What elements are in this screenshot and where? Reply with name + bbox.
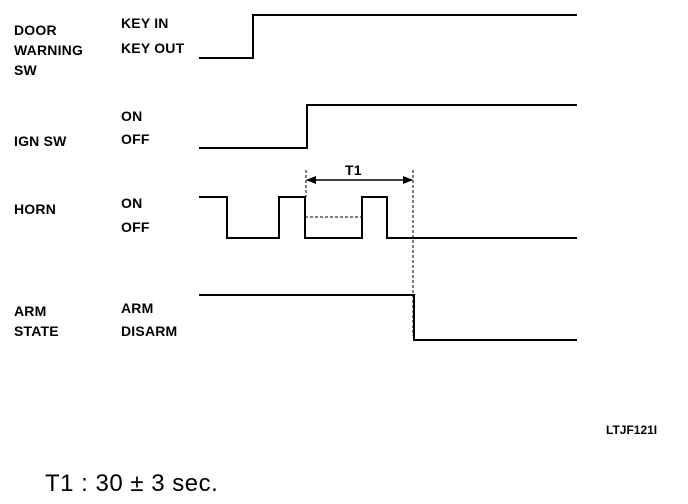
door-warning-sw-high-label: KEY IN xyxy=(121,15,169,31)
arm-state-name-line-2: STATE xyxy=(14,323,59,339)
t1-interval-label: T1 xyxy=(345,162,362,178)
ign-sw-waveform xyxy=(199,104,577,149)
arm-state-high-label: ARM xyxy=(121,300,154,316)
horn-waveform xyxy=(199,196,577,239)
door-warning-sw-name-line-3: SW xyxy=(14,62,37,78)
door-warning-sw-name-line-2: WARNING xyxy=(14,42,84,58)
door-warning-sw-waveform xyxy=(199,14,577,59)
ign-sw-high-label: ON xyxy=(121,108,143,124)
door-warning-sw-low-label: KEY OUT xyxy=(121,40,185,56)
door-warning-sw-name-line-1: DOOR xyxy=(14,22,57,38)
horn-name: HORN xyxy=(14,201,57,217)
arm-state-waveform xyxy=(199,294,577,341)
t1-footnote: T1 : 30 ± 3 sec. xyxy=(45,470,219,497)
arm-state-name-line-1: ARM xyxy=(14,303,47,319)
drawing-code: LTJF121I xyxy=(606,423,658,437)
horn-low-label: OFF xyxy=(121,219,150,235)
ign-sw-name: IGN SW xyxy=(14,133,67,149)
ign-sw-low-label: OFF xyxy=(121,131,150,147)
horn-high-label: ON xyxy=(121,195,143,211)
arm-state-low-label: DISARM xyxy=(121,323,178,339)
